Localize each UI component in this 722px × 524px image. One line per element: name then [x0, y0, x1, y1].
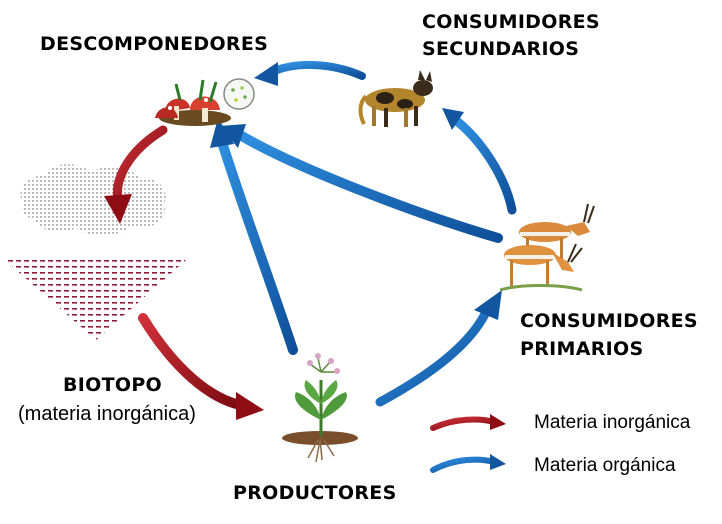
soil-water-icon	[5, 260, 186, 340]
arrow-producers-to-primary	[375, 290, 502, 407]
label-productores: PRODUCTORES	[233, 482, 397, 504]
label-consumidores-secundarios-2: SECUNDARIOS	[422, 38, 580, 60]
label-consumidores-secundarios-1: CONSUMIDORES	[422, 11, 600, 33]
petri-dish-icon	[223, 78, 255, 110]
label-consumidores-primarios-1: CONSUMIDORES	[520, 310, 698, 332]
label-descomponedores: DESCOMPONEDORES	[40, 33, 269, 55]
gazelles-icon	[499, 203, 595, 292]
legend-organic-arrow	[430, 454, 506, 473]
wild-dog-icon	[358, 70, 433, 127]
arrow-secondary-to-decomposers	[254, 61, 366, 86]
label-consumidores-primarios-2: PRIMARIOS	[520, 338, 644, 360]
arrow-producers-to-decomposers	[210, 118, 298, 355]
label-biotopo: BIOTOPO	[63, 374, 162, 396]
arrow-primary-to-secondary	[442, 108, 517, 215]
legend-organic-label: Materia orgánica	[534, 455, 676, 476]
plant-icon	[282, 353, 358, 463]
atmosphere-cloud-icon	[20, 164, 166, 236]
arrow-biotope-to-producers	[138, 313, 264, 420]
arrow-decomposers-to-atmosphere	[104, 125, 168, 224]
arrow-primary-to-decomposers	[220, 124, 503, 243]
legend-inorganic-label: Materia inorgánica	[534, 412, 691, 433]
label-biotopo-sub: (materia inorgánica)	[18, 403, 196, 425]
legend-inorganic-arrow	[430, 414, 506, 431]
mushrooms-icon	[155, 79, 231, 126]
